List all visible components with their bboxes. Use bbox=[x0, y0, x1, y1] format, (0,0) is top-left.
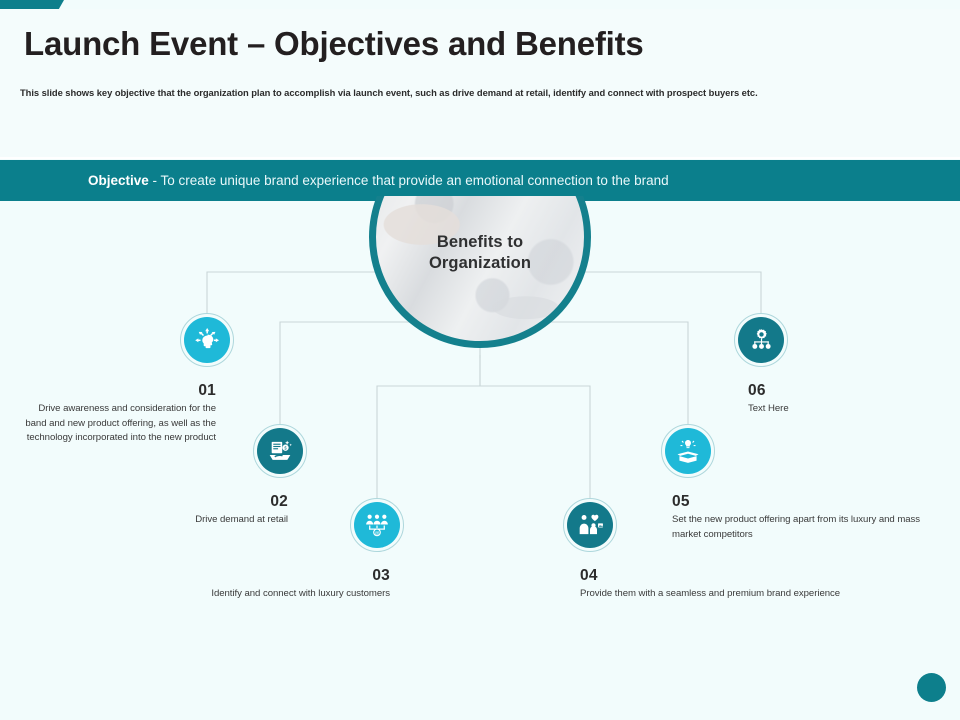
caption-02-number: 02 bbox=[270, 493, 288, 510]
caption-06: 06 Text Here bbox=[748, 381, 948, 417]
node-03-disc: @ bbox=[354, 502, 400, 548]
header-divider bbox=[0, 157, 960, 159]
svg-text:@: @ bbox=[375, 530, 380, 536]
caption-04-description: Provide them with a seamless and premium… bbox=[580, 588, 841, 599]
caption-01: 01 Drive awareness and consideration for… bbox=[16, 381, 216, 446]
objective-statement: To create unique brand experience that p… bbox=[160, 173, 669, 188]
objective-band: Objective - To create unique brand exper… bbox=[0, 160, 960, 201]
node-01-ring bbox=[180, 313, 234, 367]
caption-04: 04 Provide them with a seamless and prem… bbox=[580, 566, 870, 602]
node-03-ring bbox=[350, 498, 404, 552]
node-01-disc bbox=[184, 317, 230, 363]
caption-03-description: Identify and connect with luxury custome… bbox=[211, 588, 390, 599]
caption-05-number: 05 bbox=[672, 493, 690, 510]
caption-05: 05 Set the new product offering apart fr… bbox=[672, 492, 942, 542]
retail-receipt-icon: $ bbox=[269, 440, 292, 460]
people-network-icon: @ bbox=[366, 514, 388, 536]
objective-text-wrapper: Objective - To create unique brand exper… bbox=[88, 173, 669, 188]
customer-experience-heart-icon bbox=[579, 514, 603, 535]
svg-text:$: $ bbox=[284, 445, 287, 450]
caption-04-number: 04 bbox=[580, 567, 598, 584]
objective-label: Objective bbox=[88, 173, 149, 188]
objective-separator: - bbox=[148, 173, 161, 188]
hub-title: Benefits to Organization bbox=[369, 232, 591, 274]
caption-06-description: Text Here bbox=[748, 403, 789, 414]
caption-03: 03 Identify and connect with luxury cust… bbox=[205, 566, 390, 602]
node-02-ring bbox=[253, 424, 307, 478]
open-box-idea-icon bbox=[677, 439, 699, 463]
node-02-disc: $ bbox=[257, 428, 303, 474]
node-06-disc bbox=[738, 317, 784, 363]
page-title: Launch Event – Objectives and Benefits bbox=[24, 25, 644, 62]
node-04-disc bbox=[567, 502, 613, 548]
caption-05-description: Set the new product offering apart from … bbox=[672, 514, 921, 540]
node-06[interactable] bbox=[734, 313, 788, 367]
caption-02-description: Drive demand at retail bbox=[195, 514, 288, 525]
node-04[interactable] bbox=[563, 498, 617, 552]
node-06-ring bbox=[734, 313, 788, 367]
node-05[interactable] bbox=[661, 424, 715, 478]
caption-06-number: 06 bbox=[748, 382, 766, 399]
head-idea-arrows-icon bbox=[195, 328, 219, 349]
hub-title-line-2: Organization bbox=[428, 254, 532, 272]
hub-title-line-1: Benefits to bbox=[436, 233, 524, 251]
node-03[interactable]: @ bbox=[350, 498, 404, 552]
node-02[interactable]: $ bbox=[253, 424, 307, 478]
corner-decoration-dot bbox=[917, 673, 946, 702]
node-05-ring bbox=[661, 424, 715, 478]
slide-header: Launch Event – Objectives and Benefits T… bbox=[0, 9, 960, 157]
gear-hierarchy-icon bbox=[751, 328, 771, 349]
node-04-ring bbox=[563, 498, 617, 552]
central-hub: Benefits to Organization bbox=[369, 196, 591, 348]
node-05-disc bbox=[665, 428, 711, 474]
node-01[interactable] bbox=[180, 313, 234, 367]
page-subtitle: This slide shows key objective that the … bbox=[20, 87, 758, 98]
caption-01-number: 01 bbox=[198, 382, 216, 399]
caption-02: 02 Drive demand at retail bbox=[100, 492, 288, 528]
caption-03-number: 03 bbox=[372, 567, 390, 584]
caption-01-description: Drive awareness and consideration for th… bbox=[25, 403, 216, 443]
top-left-accent-bar bbox=[0, 0, 64, 9]
